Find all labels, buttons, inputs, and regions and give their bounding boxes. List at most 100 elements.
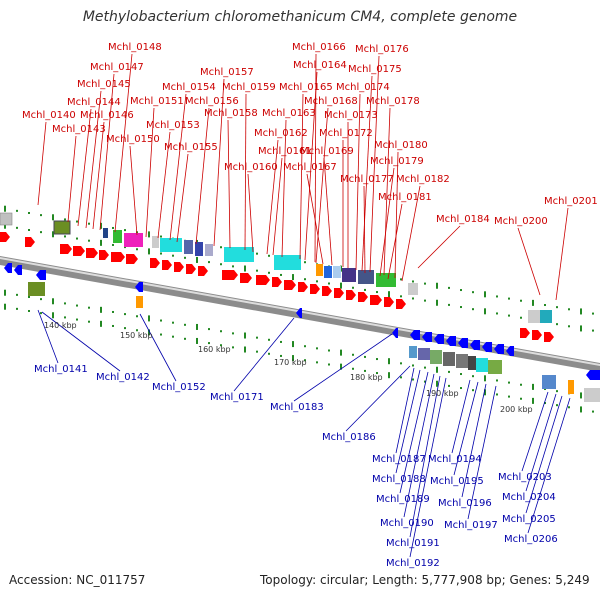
tick-dot <box>268 352 270 355</box>
scale-label: 160 kbp <box>198 345 231 354</box>
tick-dot <box>472 308 474 311</box>
tick-dot <box>496 379 498 382</box>
forward-gene-arrow <box>272 277 282 287</box>
tick-dot <box>100 239 102 246</box>
position-tick-dots <box>4 205 594 413</box>
forward-gene-label: Mchl_0159 <box>222 82 276 93</box>
tick-dot <box>52 312 54 319</box>
reverse-label-leader <box>399 371 429 494</box>
reverse-gene-label: Mchl_0192 <box>386 558 440 569</box>
tick-dot <box>376 372 378 375</box>
tick-dot <box>88 222 90 225</box>
forward-gene-label: Mchl_0150 <box>106 134 160 145</box>
tick-dot <box>172 321 174 324</box>
tick-dot <box>148 315 150 322</box>
forward-label-leader <box>394 151 399 279</box>
reverse-label-leader <box>345 365 411 432</box>
tick-dot <box>76 220 78 223</box>
tick-dot <box>556 306 558 309</box>
reverse-gene-arrow <box>410 330 420 340</box>
forward-label-leader <box>387 203 403 280</box>
tick-dot <box>556 390 558 393</box>
forward-gene-label: Mchl_0153 <box>146 120 200 131</box>
tick-dot <box>352 367 354 370</box>
forward-label-leader <box>299 93 304 260</box>
tick-dot <box>592 329 594 332</box>
tick-dot <box>184 323 186 326</box>
forward-gene-label: Mchl_0147 <box>90 62 144 73</box>
tick-dot <box>256 269 258 272</box>
tick-dot <box>64 218 66 221</box>
tick-dot <box>460 306 462 309</box>
forward-gene-label: Mchl_0172 <box>319 128 373 139</box>
tick-dot <box>352 353 354 356</box>
tick-dot <box>280 354 282 357</box>
reverse-label-leader <box>409 377 447 558</box>
tick-dot <box>496 312 498 315</box>
forward-gene-label: Mchl_0148 <box>108 42 162 53</box>
reverse-gene-arrow <box>392 328 398 338</box>
forward-gene-arrow <box>198 266 208 276</box>
forward-label-leader <box>272 157 283 256</box>
forward-label-leader <box>383 107 391 276</box>
tick-dot <box>256 350 258 353</box>
forward-label-leader <box>129 145 138 236</box>
forward-gene-label: Mchl_0154 <box>162 82 216 93</box>
tick-dot <box>76 237 78 240</box>
tick-dot <box>472 389 474 392</box>
forward-label-leader <box>379 167 395 277</box>
tick-dot <box>556 404 558 407</box>
reverse-label-leader <box>395 369 421 474</box>
tick-dot <box>448 286 450 289</box>
reverse-label-leader <box>451 379 471 454</box>
tick-dot <box>160 333 162 336</box>
reverse-label-leader <box>233 317 295 392</box>
reverse-label-leader <box>139 313 177 382</box>
tick-dot <box>328 282 330 285</box>
tick-dot <box>520 316 522 319</box>
tick-dot <box>568 325 570 328</box>
reverse-gene-label: Mchl_0194 <box>428 454 482 465</box>
forward-gene-label: Mchl_0155 <box>164 142 218 153</box>
tick-dot <box>568 406 570 409</box>
forward-gene-arrow <box>222 270 238 280</box>
forward-label-leader <box>323 157 333 266</box>
tick-dot <box>124 327 126 330</box>
tick-dot <box>208 342 210 345</box>
forward-gene-arrow <box>25 237 35 247</box>
forward-label-leader <box>314 53 317 263</box>
tick-dot <box>400 362 402 365</box>
tick-dot <box>424 299 426 302</box>
forward-gene-label: Mchl_0156 <box>185 96 239 107</box>
forward-gene-arrow <box>298 282 308 292</box>
tick-dot <box>268 254 270 257</box>
forward-gene-label: Mchl_0201 <box>544 196 598 207</box>
forward-gene-label: Mchl_0160 <box>224 162 278 173</box>
forward-gene-arrow <box>186 264 196 274</box>
tick-dot <box>28 228 30 231</box>
forward-strand-genes <box>0 232 554 342</box>
tick-dot <box>592 312 594 315</box>
tick-dot <box>388 358 390 365</box>
forward-label-leader <box>227 119 231 249</box>
tick-dot <box>100 222 102 229</box>
tick-dot <box>88 306 90 309</box>
reverse-label-leader <box>467 385 497 520</box>
reverse-gene-arrow <box>36 270 46 280</box>
tick-dot <box>160 235 162 238</box>
tick-dot <box>64 235 66 238</box>
forward-gene-label: Mchl_0143 <box>52 124 106 135</box>
tick-dot <box>52 231 54 238</box>
forward-label-leader <box>85 90 102 229</box>
tick-dot <box>448 303 450 306</box>
tick-dot <box>88 239 90 242</box>
tick-dot <box>460 289 462 292</box>
tick-dot <box>436 299 438 306</box>
tick-dot <box>364 355 366 358</box>
reverse-gene-label: Mchl_0141 <box>34 364 88 375</box>
tick-dot <box>424 282 426 285</box>
forward-gene-arrow <box>162 260 172 270</box>
tick-dot <box>376 291 378 294</box>
tick-dot <box>40 298 42 301</box>
forward-label-leader <box>244 93 247 251</box>
